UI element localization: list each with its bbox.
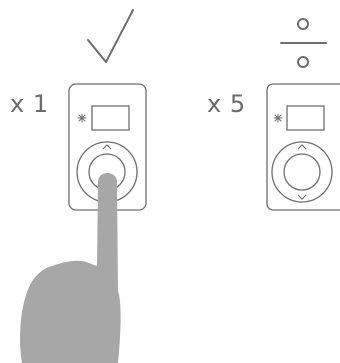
count-label-right: x 5 [207, 90, 246, 118]
chevron-down-icon [297, 194, 307, 200]
count-label-left: x 1 [10, 90, 49, 118]
division-icon [280, 18, 327, 68]
press-hand-icon [20, 173, 121, 363]
light-burst-icon [273, 113, 283, 123]
display-window [286, 105, 325, 131]
remote-device-right [266, 83, 340, 211]
wheel-outer [271, 141, 333, 203]
chevron-up-icon [102, 144, 112, 150]
checkmark-icon [87, 9, 134, 63]
light-burst-icon [77, 113, 87, 123]
chevron-up-icon [297, 144, 307, 150]
display-window [91, 105, 130, 131]
wheel-center-button [283, 153, 321, 191]
